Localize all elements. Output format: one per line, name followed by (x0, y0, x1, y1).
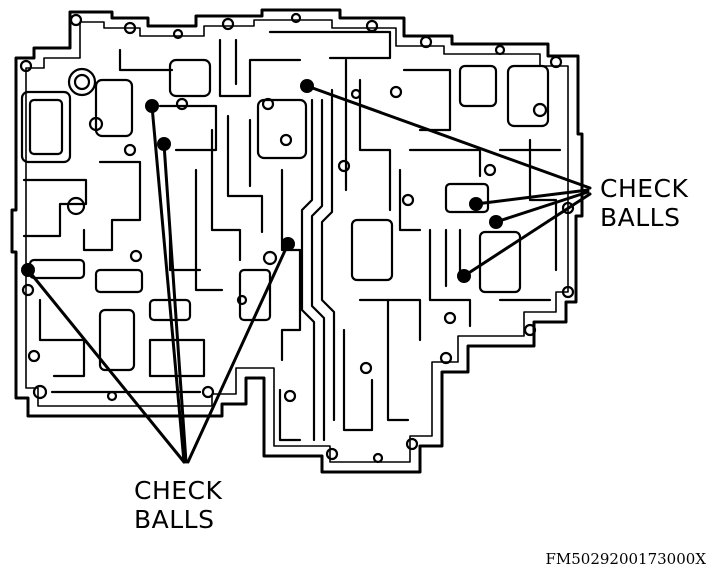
check-ball (300, 79, 314, 93)
check-balls (21, 79, 503, 283)
check-ball (469, 197, 483, 211)
right-passages (398, 64, 562, 328)
check-ball (281, 237, 295, 251)
check-balls-label-right: CHECK BALLS (600, 174, 688, 232)
center-passages (168, 30, 422, 442)
check-ball (457, 269, 471, 283)
check-ball (145, 99, 159, 113)
plate-inner-outline (25, 19, 569, 463)
label-line: CHECK (600, 174, 689, 203)
figure-code: FM5029200173000X (545, 550, 706, 568)
check-balls-label-bottom: CHECK BALLS (134, 476, 222, 534)
leader-lines (26, 84, 592, 464)
label-line: CHECK (134, 476, 223, 505)
bolt-holes (19, 12, 575, 464)
check-ball (21, 263, 35, 277)
label-line: BALLS (600, 203, 681, 232)
check-ball (157, 137, 171, 151)
label-line: BALLS (134, 505, 215, 534)
plate-outline (10, 8, 584, 474)
check-ball (489, 215, 503, 229)
